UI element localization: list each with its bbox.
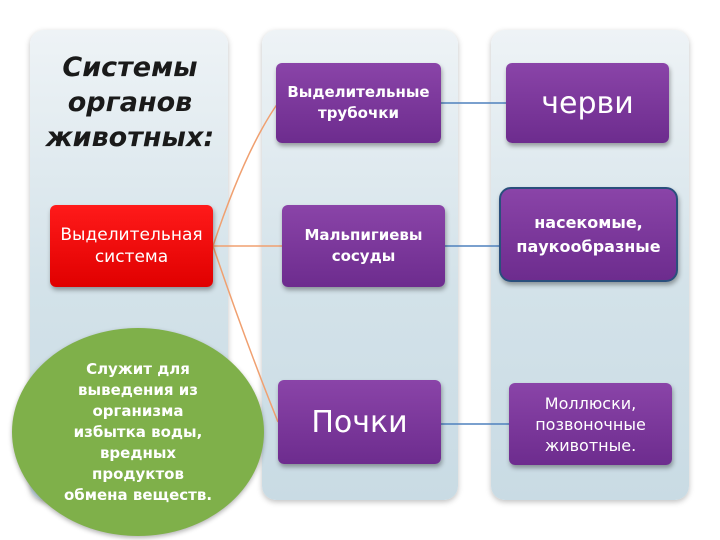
- excretory-system-label: Выделительная система: [60, 225, 203, 267]
- insects-arachnids-label: насекомые, паукообразные: [516, 212, 661, 256]
- connector-main-to-kidneys: [212, 245, 279, 423]
- worms-box: черви: [506, 63, 669, 143]
- function-description-circle: Служит для выведения из организма избытк…: [12, 328, 264, 536]
- function-description-text: Служит для выведения из организма избытк…: [63, 359, 213, 504]
- kidneys-label: Почки: [311, 404, 408, 440]
- worms-label: черви: [541, 85, 634, 121]
- kidneys-box: Почки: [278, 380, 441, 464]
- molluscs-vertebrates-box: Моллюски, позвоночные животные.: [509, 383, 672, 465]
- excretory-tubules-label: Выделительные трубочки: [287, 83, 430, 122]
- excretory-tubules-box: Выделительные трубочки: [276, 63, 441, 143]
- malpighian-vessels-label: Мальпигиевы сосуды: [304, 226, 423, 265]
- malpighian-vessels-box: Мальпигиевы сосуды: [282, 205, 445, 287]
- molluscs-vertebrates-label: Моллюски, позвоночные животные.: [535, 393, 646, 455]
- excretory-system-box: Выделительная система: [50, 205, 213, 287]
- insects-arachnids-box: насекомые, паукообразные: [499, 187, 678, 282]
- connector-main-to-tubules: [212, 102, 279, 247]
- diagram-title: Системы органов животных:: [45, 52, 215, 153]
